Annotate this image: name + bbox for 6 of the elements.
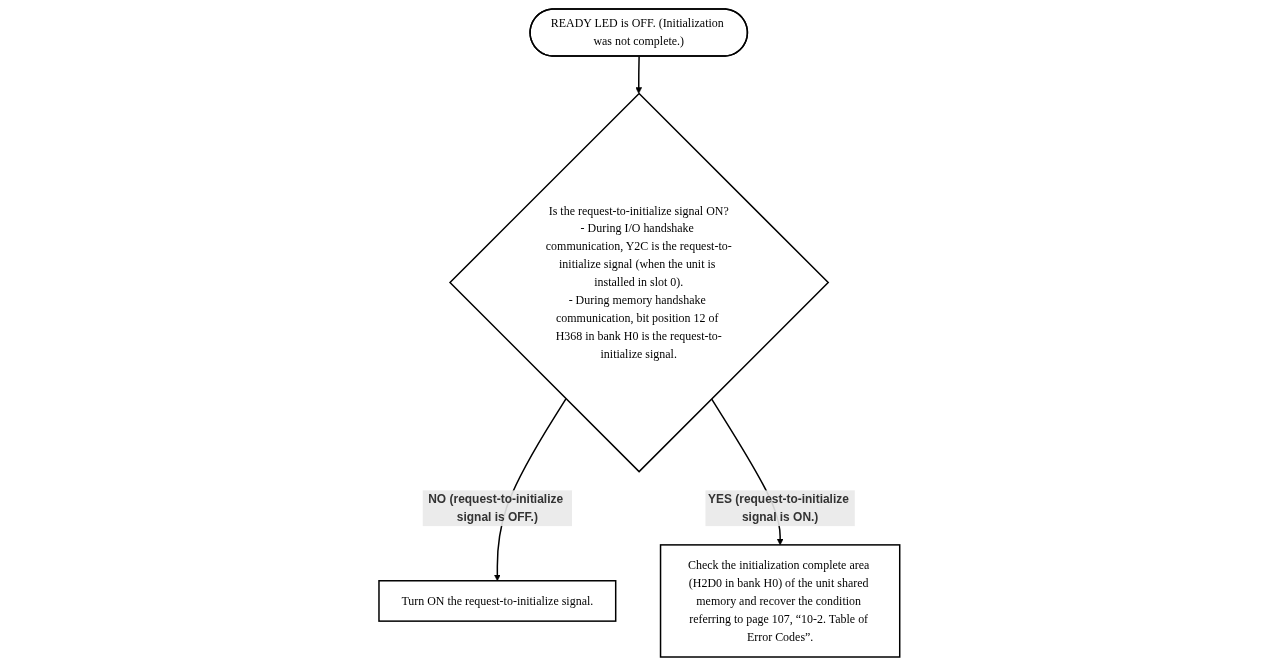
arrow [635,55,642,94]
node-diamond: Is the request-to-initialize signal ON? - During I/O handshake communication, Y2C is the request-to-initialize signal (when the unit is installed in slot 0). - During memory handshake communication, bit position 12 of H368 in bank H0 is the request-to-initialize signal. [448,92,829,473]
node-box: Turn ON the request-to-initialize signal. [377,580,617,622]
edge-label: YES (request-to-initialize signal is ON.) [707,492,849,524]
node-box: Check the initialization complete area (H2D0 in bank H0) of the unit shared memory and recover the condition referring to page 107, “10-2. Table of Error Codes”. [659,544,901,658]
edge-label: NO (request-to-initialize signal is OFF.) [427,492,563,524]
